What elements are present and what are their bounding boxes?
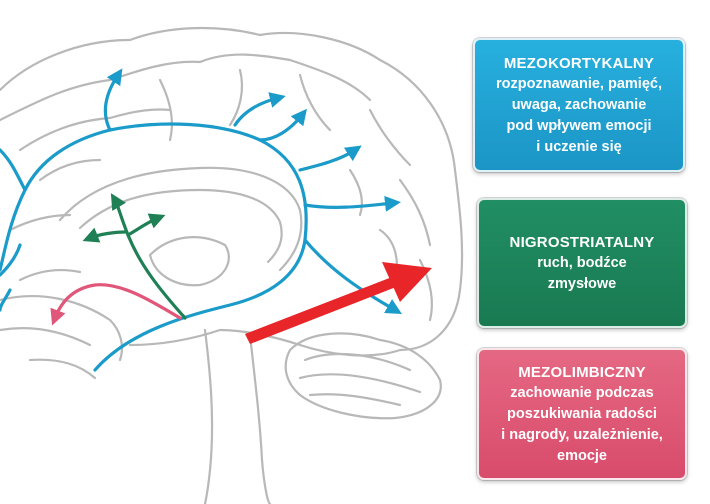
mezokortykalny-line: i uczenie się (536, 138, 622, 155)
mezolimbiczny-box: MEZOLIMBICZNY zachowanie podczas poszuki… (477, 348, 687, 480)
mezolimbiczny-line: emocje (557, 447, 607, 464)
nigrostriatalny-line: ruch, bodźce (537, 254, 627, 271)
red-highlight-arrow (245, 262, 432, 344)
mezokortykalny-line: rozpoznawanie, pamięć, (496, 75, 662, 92)
mezokortykalny-box: MEZOKORTYKALNY rozpoznawanie, pamięć, uw… (473, 38, 685, 172)
nigrostriatalny-title: NIGROSTRIATALNY (509, 233, 655, 251)
nigrostriatalny-pathway (82, 193, 187, 320)
nigrostriatalny-line: zmysłowe (547, 275, 617, 292)
nigrostriatalny-box: NIGROSTRIATALNY ruch, bodźce zmysłowe (477, 198, 687, 328)
mezolimbiczny-line: i nagrody, uzależnienie, (501, 426, 663, 443)
mezolimbiczny-line: zachowanie podczas (510, 384, 654, 401)
mezolimbiczny-title: MEZOLIMBICZNY (518, 363, 646, 381)
mezokortykalny-line: uwaga, zachowanie (511, 96, 647, 113)
mezolimbiczny-line: poszukiwania radości (507, 405, 657, 422)
mezokortykalny-title: MEZOKORTYKALNY (503, 54, 655, 72)
mezokortykalny-line: pod wpływem emocji (506, 117, 652, 134)
brain-outline (0, 26, 464, 504)
mezolimbiczny-pathway (50, 283, 182, 326)
mezokortykalny-pathway (0, 68, 402, 372)
